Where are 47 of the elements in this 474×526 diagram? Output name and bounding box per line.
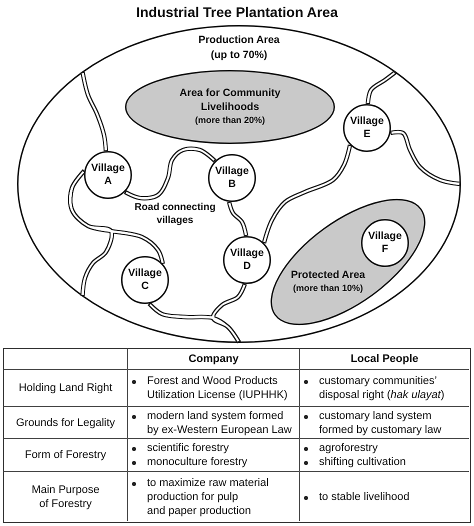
road [124,146,217,200]
road [262,144,352,244]
percentage-label: (more than 10%) [292,282,363,294]
column-header: Local People [350,352,418,366]
row-header: Form of Forestry [24,448,106,462]
village-label: Village C [127,267,163,293]
row-header: Main Purpose of Forestry [30,482,100,510]
table-entry: shifting cultivation [319,455,407,469]
row-header: Holding Land Right [18,381,112,395]
village-label: Village A [90,162,126,188]
table-entry: scientific forestry [147,441,230,455]
village-circle [121,256,169,304]
road [226,201,248,236]
table-entry: agroforestry [319,441,379,455]
table-entry: monoculture forestry [147,455,248,469]
road [366,70,397,104]
village-label: Village F [367,230,403,256]
column-header: Company [188,352,239,366]
road [390,130,460,186]
diagram-title: Industrial Tree Plantation Area [136,3,338,21]
table-entry: customary land system formed by customary law [319,408,442,436]
area-label: Area for Community Livelihoods [178,86,282,114]
village-label: Village D [229,247,265,273]
area-label: Protected Area [290,268,366,282]
table-entry: to maximize raw material production for pulp and paper production [147,476,270,518]
table-entry: customary communities’ disposal right (hak ulayat) [319,374,446,402]
village-circle [223,236,271,284]
road [80,72,108,152]
village-label: Village B [214,165,250,191]
village-circle [361,219,409,267]
table-entry: Forest and Wood Products Utilization License (IUPHHK) [147,374,289,402]
table-entry: to stable livelihood [319,490,411,504]
road-label: Road connecting villages [133,201,217,227]
road [210,283,247,344]
protected-area-ellipse [270,198,426,326]
table-entry: modern land system formed by ex-Western European Law [147,408,293,436]
community-area-ellipse [125,70,335,144]
village-circle [208,154,256,202]
road [68,169,114,296]
row-header: Grounds for Legality [16,416,116,430]
village-circle [343,104,391,152]
percentage-label: (more than 20%) [194,114,265,127]
village-circle [84,151,132,199]
area-label: Production Area [198,33,280,48]
village-label: Village E [349,115,385,141]
percentage-label: (up to 70%) [210,48,268,63]
production-area-ellipse [17,25,461,343]
